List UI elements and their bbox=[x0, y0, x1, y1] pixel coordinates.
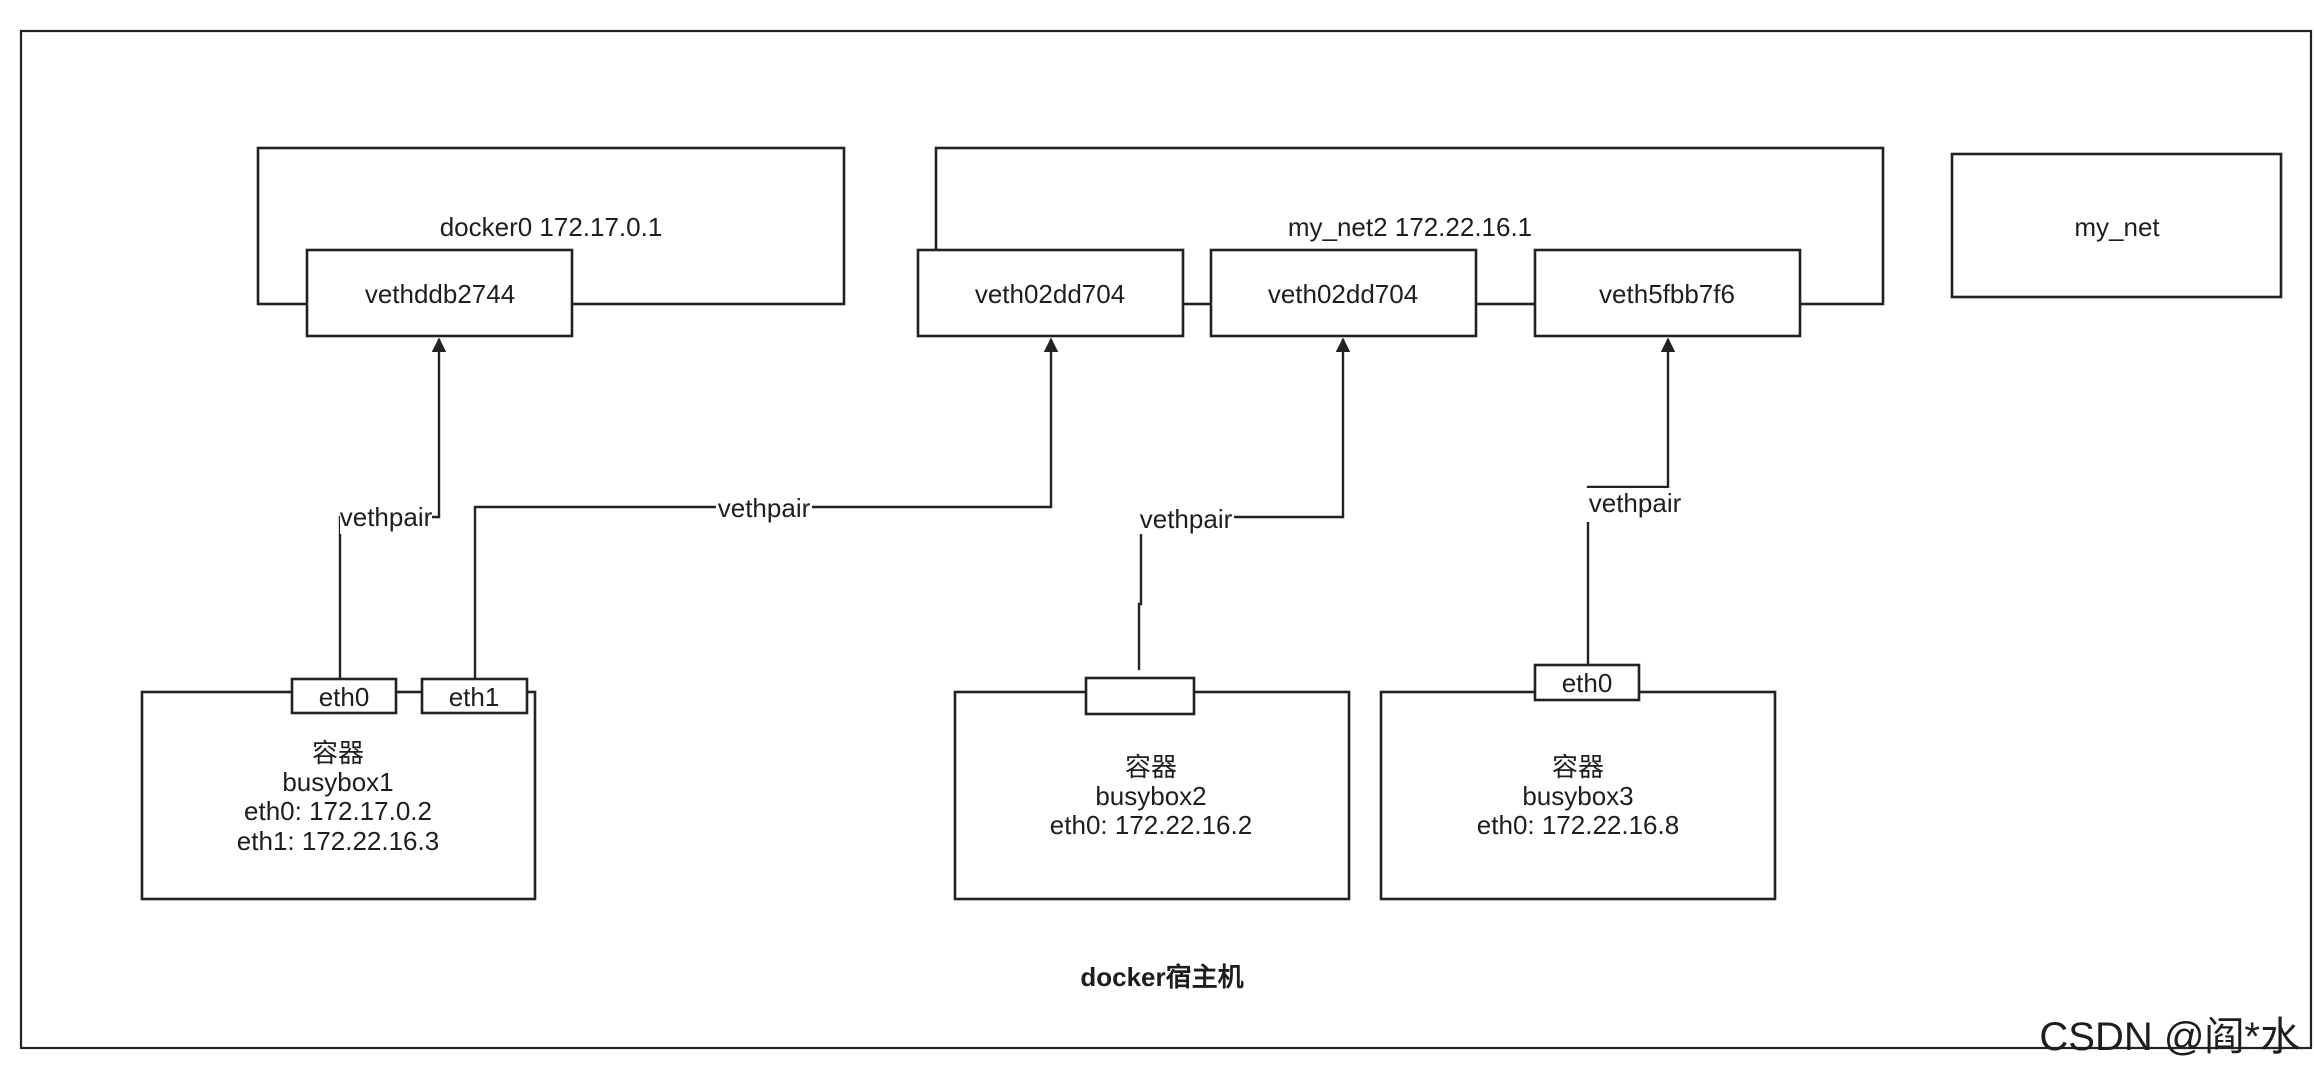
busybox2-kind: 容器 bbox=[1125, 752, 1177, 782]
busybox1-name: busybox1 bbox=[282, 767, 393, 797]
veth-veth02dd704-a-label: veth02dd704 bbox=[975, 279, 1125, 309]
container-busybox1 bbox=[140, 690, 537, 901]
busybox3-port-eth0 bbox=[1533, 663, 1641, 702]
veth-veth02dd704-a bbox=[916, 248, 1185, 338]
veth-veth5fbb7f6-label: veth5fbb7f6 bbox=[1599, 279, 1735, 309]
busybox3-kind: 容器 bbox=[1552, 752, 1604, 782]
veth-vethddb2744-label: vethddb2744 bbox=[365, 279, 515, 309]
host-frame bbox=[19, 29, 2313, 1050]
vethpair-label-2: vethpair bbox=[718, 493, 811, 523]
busybox1-kind: 容器 bbox=[312, 738, 364, 768]
veth-veth02dd704-b bbox=[1209, 248, 1478, 338]
host-title: docker宿主机 bbox=[1080, 962, 1243, 992]
busybox1-port-eth0 bbox=[290, 677, 398, 715]
vethpair-label-4: vethpair bbox=[1589, 488, 1682, 518]
veth-vethddb2744 bbox=[305, 248, 574, 338]
busybox2-port bbox=[1084, 676, 1196, 716]
container-busybox3 bbox=[1379, 690, 1777, 901]
busybox2-name: busybox2 bbox=[1095, 781, 1206, 811]
busybox1-ip-eth0: eth0: 172.17.0.2 bbox=[244, 796, 432, 826]
busybox1-ip-eth1: eth1: 172.22.16.3 bbox=[237, 826, 439, 856]
vethpair-label-1: vethpair bbox=[340, 502, 433, 532]
bridge-docker0-label: docker0 172.17.0.1 bbox=[440, 212, 663, 242]
busybox1-port-eth1 bbox=[420, 677, 529, 715]
vethpair-line-4 bbox=[1586, 337, 1676, 665]
bridge-my-net bbox=[1950, 152, 2283, 299]
busybox3-port-eth0-label: eth0 bbox=[1562, 668, 1613, 698]
busybox1-port-eth1-label: eth1 bbox=[449, 682, 500, 712]
vethpair-label-3: vethpair bbox=[1140, 504, 1233, 534]
vethpair-line-3 bbox=[1137, 337, 1351, 670]
busybox1-port-eth0-label: eth0 bbox=[319, 682, 370, 712]
busybox3-ip-eth0: eth0: 172.22.16.8 bbox=[1477, 810, 1679, 840]
bridge-my-net2-label: my_net2 172.22.16.1 bbox=[1288, 212, 1532, 242]
busybox2-ip-eth0: eth0: 172.22.16.2 bbox=[1050, 810, 1252, 840]
veth-veth5fbb7f6 bbox=[1533, 248, 1802, 338]
watermark: CSDN @阎*水 bbox=[2039, 1015, 2300, 1059]
veth-veth02dd704-b-label: veth02dd704 bbox=[1268, 279, 1418, 309]
busybox3-name: busybox3 bbox=[1522, 781, 1633, 811]
container-busybox2 bbox=[953, 690, 1351, 901]
bridge-my-net-label: my_net bbox=[2074, 212, 2160, 242]
